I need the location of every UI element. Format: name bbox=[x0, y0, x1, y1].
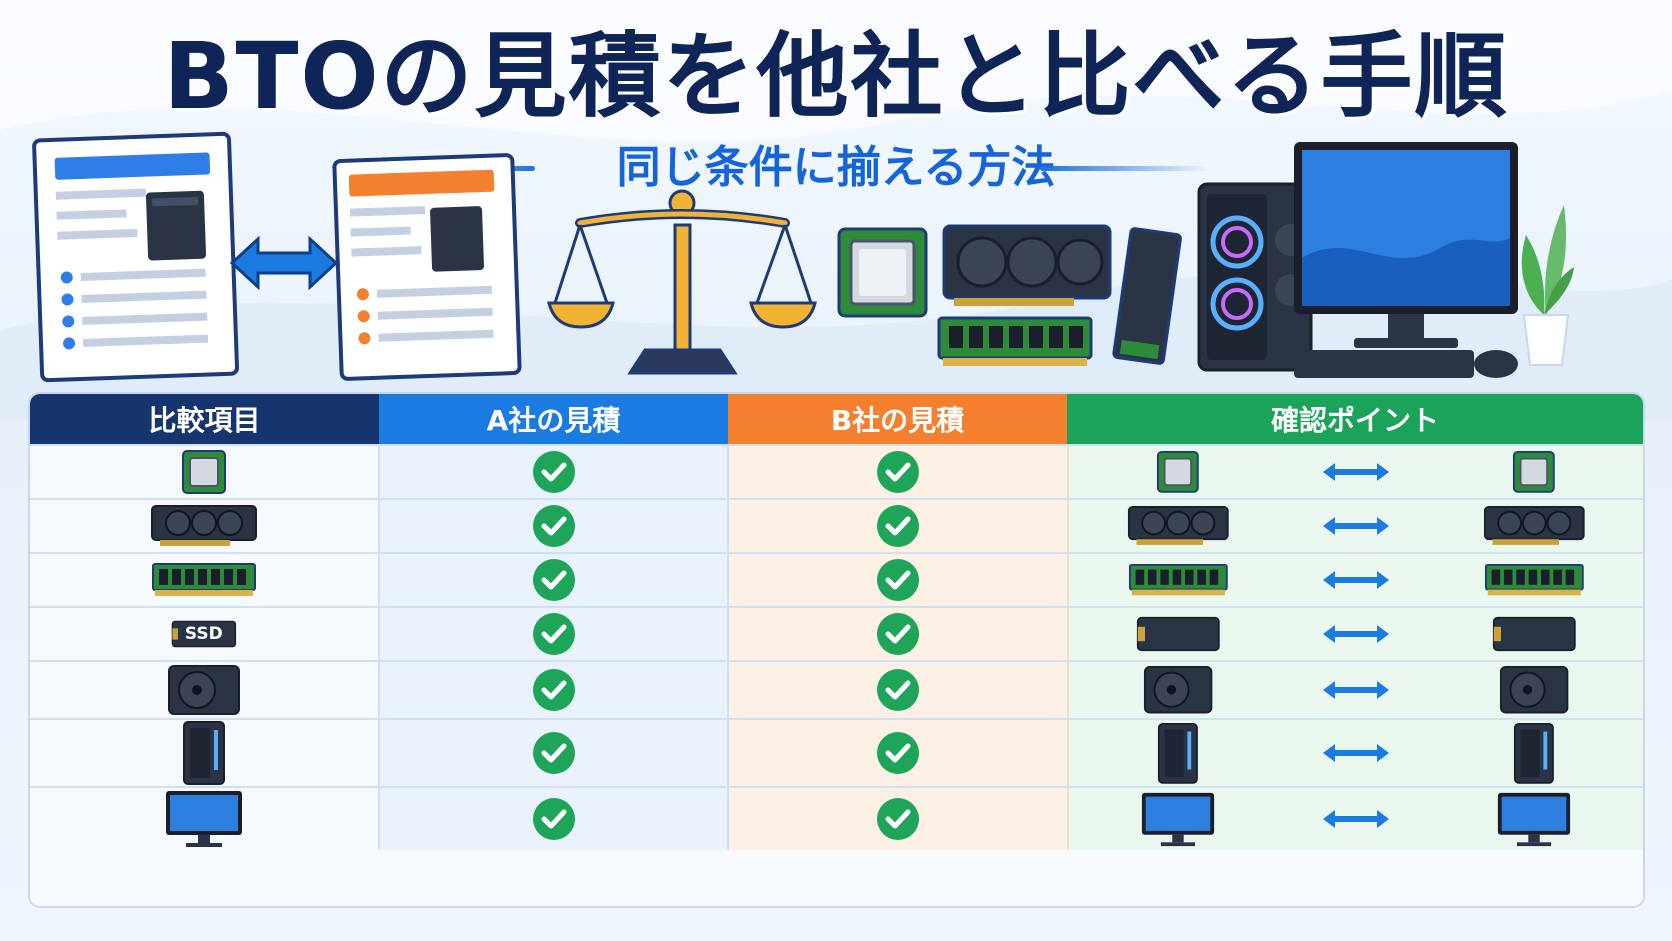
company-b-cell bbox=[729, 500, 1070, 552]
double-arrow-icon bbox=[1321, 569, 1391, 591]
monitor-icon bbox=[1459, 791, 1609, 848]
double-arrow-icon bbox=[1321, 808, 1391, 830]
header-check-point: 確認ポイント bbox=[1067, 394, 1643, 444]
gpu-illustration bbox=[942, 224, 1112, 306]
check-icon bbox=[531, 730, 577, 776]
ssd-icon: SSD bbox=[171, 620, 237, 648]
check-icon bbox=[875, 449, 921, 495]
company-a-cell bbox=[379, 720, 730, 786]
company-a-cell bbox=[379, 500, 730, 552]
check-icon bbox=[875, 667, 921, 713]
check-icon bbox=[531, 611, 577, 657]
ssd-icon bbox=[1103, 616, 1253, 652]
check-icon bbox=[875, 503, 921, 549]
company-b-cell bbox=[729, 662, 1070, 718]
table-body: SSD bbox=[30, 444, 1643, 850]
ssd-illustration bbox=[1112, 227, 1182, 365]
monitor-icon bbox=[164, 789, 244, 849]
compare-item-cell bbox=[30, 662, 380, 718]
power-supply-icon bbox=[1103, 665, 1253, 714]
company-b-cell bbox=[729, 554, 1070, 606]
plant-illustration bbox=[1521, 205, 1574, 366]
gpu-icon bbox=[1103, 505, 1253, 547]
check-point-cell bbox=[1069, 446, 1643, 498]
compare-item-cell bbox=[30, 788, 380, 850]
header-company-a-quote: A社の見積 bbox=[379, 394, 728, 444]
compare-item-cell bbox=[30, 720, 380, 786]
check-point-cell bbox=[1069, 720, 1643, 786]
gpu-icon bbox=[1459, 505, 1609, 547]
compare-item-cell bbox=[30, 500, 380, 552]
memory-icon bbox=[151, 562, 257, 598]
company-a-cell bbox=[379, 608, 730, 660]
check-icon bbox=[875, 730, 921, 776]
table-row bbox=[30, 786, 1643, 850]
balance-scale-icon bbox=[547, 189, 817, 375]
power-supply-icon bbox=[1459, 665, 1609, 714]
page-subtitle: 同じ条件に揃える方法 bbox=[616, 142, 1056, 193]
check-point-cell bbox=[1069, 662, 1643, 718]
pc-case-icon bbox=[182, 720, 226, 786]
ssd-icon bbox=[1459, 616, 1609, 652]
power-supply-icon bbox=[167, 664, 241, 716]
company-b-cell bbox=[729, 720, 1070, 786]
cpu-icon bbox=[181, 449, 227, 495]
double-arrow-icon bbox=[1321, 461, 1391, 483]
double-arrow-icon bbox=[1321, 679, 1391, 701]
table-header: 比較項目 A社の見積 B社の見積 確認ポイント bbox=[30, 394, 1643, 444]
double-arrow-icon bbox=[1321, 623, 1391, 645]
company-a-cell bbox=[379, 554, 730, 606]
memory-icon bbox=[1103, 563, 1253, 597]
header-company-b-quote: B社の見積 bbox=[728, 394, 1067, 444]
monitor-icon bbox=[1103, 791, 1253, 848]
table-row bbox=[30, 498, 1643, 552]
check-icon bbox=[531, 503, 577, 549]
memory-illustration bbox=[937, 316, 1093, 366]
company-a-cell bbox=[379, 662, 730, 718]
quote-document-a-illustration bbox=[32, 131, 239, 383]
page-title: BTOの見積を他社と比べる手順 bbox=[163, 23, 1509, 130]
check-icon bbox=[875, 796, 921, 842]
check-icon bbox=[531, 449, 577, 495]
table-row: SSD bbox=[30, 606, 1643, 660]
cpu-icon bbox=[1459, 450, 1609, 494]
compare-item-cell bbox=[30, 446, 380, 498]
check-icon bbox=[875, 557, 921, 603]
compare-item-cell: SSD bbox=[30, 608, 380, 660]
check-point-cell bbox=[1069, 500, 1643, 552]
double-arrow-icon bbox=[1321, 515, 1391, 537]
company-a-cell bbox=[379, 788, 730, 850]
ssd-label: SSD bbox=[184, 624, 223, 644]
company-b-cell bbox=[729, 446, 1070, 498]
company-a-cell bbox=[379, 446, 730, 498]
header-compare-item: 比較項目 bbox=[30, 394, 379, 444]
check-icon bbox=[531, 667, 577, 713]
check-point-cell bbox=[1069, 788, 1643, 850]
cpu-illustration bbox=[837, 227, 928, 318]
table-row bbox=[30, 718, 1643, 786]
check-icon bbox=[875, 611, 921, 657]
quote-document-b-illustration bbox=[332, 153, 522, 381]
pc-case-icon bbox=[1103, 722, 1253, 785]
memory-icon bbox=[1459, 563, 1609, 597]
check-point-cell bbox=[1069, 554, 1643, 606]
subtitle-right-line bbox=[1040, 166, 1210, 171]
company-b-cell bbox=[729, 608, 1070, 660]
gpu-icon bbox=[150, 504, 258, 548]
company-b-cell bbox=[729, 788, 1070, 850]
double-arrow-icon bbox=[229, 235, 339, 291]
comparison-table: 比較項目 A社の見積 B社の見積 確認ポイント SSD bbox=[28, 392, 1645, 908]
table-row bbox=[30, 660, 1643, 718]
monitor-illustration bbox=[1294, 142, 1518, 378]
cpu-icon bbox=[1103, 450, 1253, 494]
check-icon bbox=[531, 796, 577, 842]
table-row bbox=[30, 444, 1643, 498]
table-row bbox=[30, 552, 1643, 606]
check-icon bbox=[531, 557, 577, 603]
compare-item-cell bbox=[30, 554, 380, 606]
double-arrow-icon bbox=[1321, 742, 1391, 764]
pc-case-icon bbox=[1459, 722, 1609, 785]
check-point-cell bbox=[1069, 608, 1643, 660]
